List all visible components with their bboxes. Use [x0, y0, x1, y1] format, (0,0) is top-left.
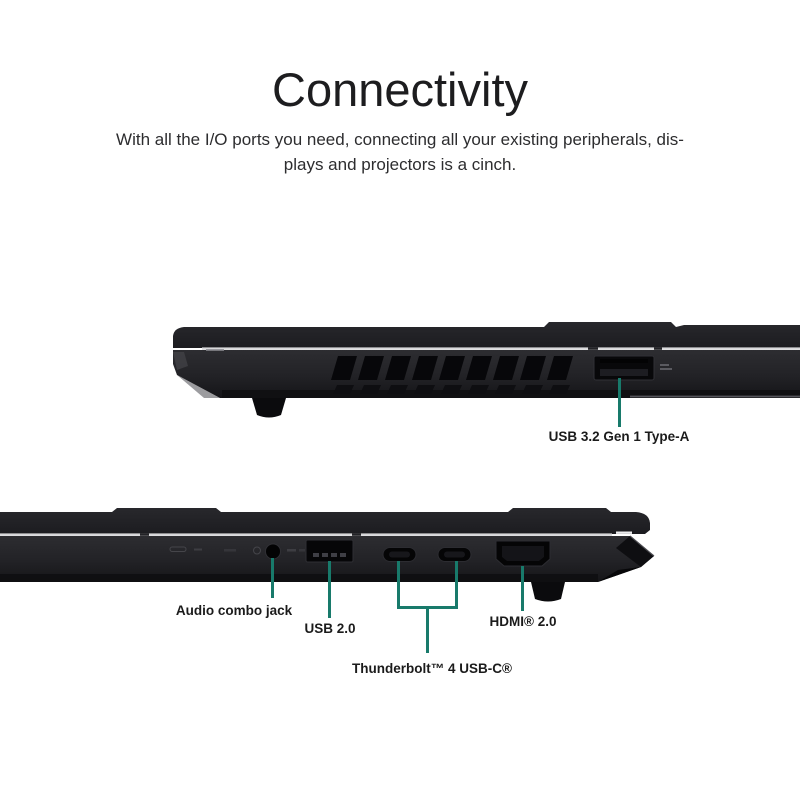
laptop-bottom-hinge-gap [0, 533, 612, 536]
laptop-bottom-side-view [0, 508, 655, 602]
laptop-bottom-lid [0, 508, 650, 534]
usb-c-port-2 [437, 547, 472, 562]
laptop-top-lid [173, 322, 800, 348]
hdmi-callout-line [521, 566, 524, 611]
hinge-gap-break [352, 533, 361, 536]
usb32-port-label: USB 3.2 Gen 1 Type-A [548, 429, 690, 444]
front-wedge-facet [616, 536, 654, 567]
usb-a-2-port [305, 539, 354, 563]
air-vents-row1 [331, 356, 573, 380]
front-lower-facet [598, 567, 641, 582]
laptop-top-hinge-gap [202, 347, 800, 350]
subtitle-line-2: plays and projectors is a cinch. [283, 154, 517, 174]
usb20-port-label: USB 2.0 [304, 621, 356, 636]
thunderbolt-port-label: Thunderbolt™ 4 USB-C® [352, 661, 512, 676]
subtitle-line-1: With all the I/O ports you need, connect… [116, 130, 684, 149]
audio-port-label: Audio combo jack [175, 603, 293, 618]
left-facet-highlight [173, 352, 188, 370]
hinge-gap-break [654, 347, 662, 350]
base-bottom-shadow [0, 574, 598, 582]
usb20-callout-line [328, 561, 331, 618]
thunderbolt-callout-line-right [455, 561, 458, 608]
audio-callout-line [271, 558, 274, 598]
hdmi-port [495, 540, 551, 567]
hinge-gap-break [588, 347, 598, 350]
usb-icon [660, 364, 672, 370]
usb32-callout-line [618, 378, 621, 427]
front-gap-dash [616, 531, 632, 534]
usb-a-port [593, 355, 655, 381]
front-edge-highlight [629, 535, 655, 557]
thunderbolt-callout-stem [426, 608, 429, 653]
laptop-top-rubber-foot [252, 398, 286, 418]
base-bottom-edge-highlight [630, 395, 800, 398]
hdmi-port-label: HDMI® 2.0 [489, 614, 557, 629]
left-slope-highlight [177, 375, 220, 398]
thunderbolt-callout-line-left [397, 561, 400, 608]
usb-c-port-1 [382, 547, 417, 562]
laptop-top-side-view [173, 322, 800, 418]
page-subtitle: With all the I/O ports you need, connect… [0, 128, 800, 177]
hinge-gap-break [140, 533, 149, 536]
page-title: Connectivity [272, 63, 528, 116]
laptop-bottom-rubber-foot [531, 582, 565, 602]
thunderbolt-callout-bracket [397, 606, 458, 609]
left-gap-dash [206, 349, 224, 351]
audio-jack-port [265, 543, 281, 560]
air-vents-row2 [333, 385, 570, 394]
status-led-icons [169, 546, 305, 555]
